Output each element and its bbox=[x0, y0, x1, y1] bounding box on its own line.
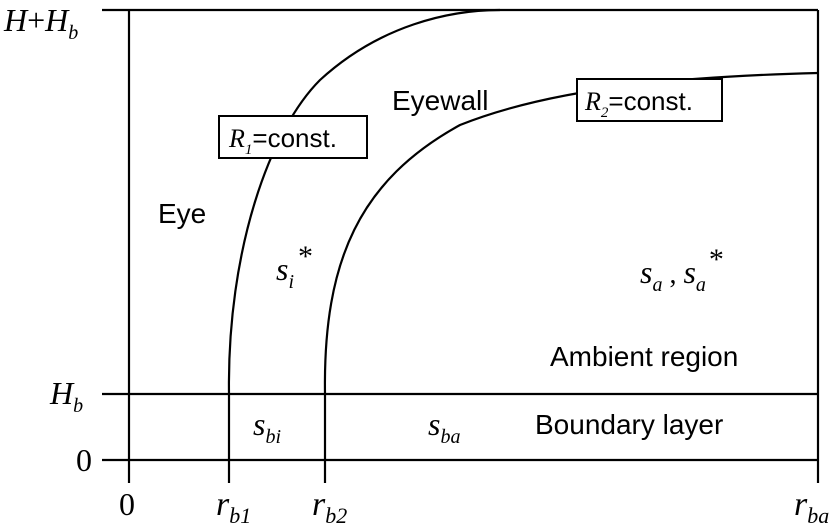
eye-region-label: Eye bbox=[158, 198, 206, 229]
y-label-h-plus-hb: H+Hb bbox=[3, 2, 78, 44]
ambient-region-label: Ambient region bbox=[550, 341, 738, 372]
x-label-rb2: rb2 bbox=[312, 486, 347, 526]
x-label-rb1: rb1 bbox=[216, 486, 251, 526]
sba-symbol: sba bbox=[428, 406, 460, 448]
boundary-layer-label: Boundary layer bbox=[535, 409, 723, 440]
sa-symbol: sa , sa* bbox=[640, 243, 724, 296]
r1-const-curve bbox=[227, 8, 501, 395]
y-label-hb: Hb bbox=[49, 375, 83, 417]
r2-label: R2=const. bbox=[584, 86, 693, 121]
r2-label-box bbox=[576, 78, 723, 122]
y-label-zero: 0 bbox=[76, 442, 92, 478]
si-symbol: si* bbox=[276, 240, 313, 293]
r1-label-box bbox=[218, 115, 368, 159]
sbi-symbol: sbi bbox=[253, 406, 281, 448]
eyewall-region-label: Eyewall bbox=[392, 85, 488, 116]
x-label-zero: 0 bbox=[119, 486, 135, 522]
r1-label: R1=const. bbox=[228, 123, 337, 158]
x-label-rba: rba bbox=[794, 486, 829, 526]
